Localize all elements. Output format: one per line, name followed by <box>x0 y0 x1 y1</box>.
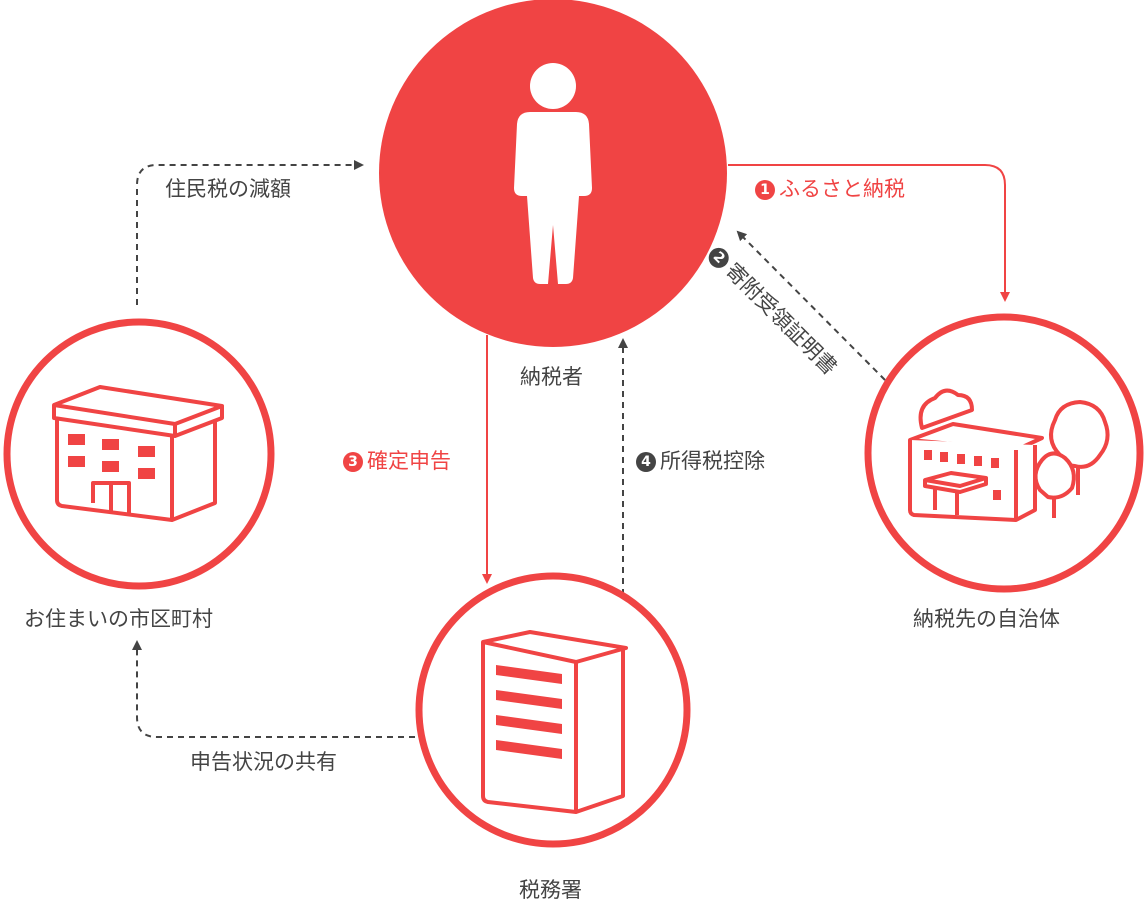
arrow-resident-tax-reduction <box>136 160 364 305</box>
donation-municipality-label: 納税先の自治体 <box>913 607 1060 631</box>
tax-office-node <box>415 572 691 848</box>
step3-text: 確定申告 <box>367 449 451 473</box>
tax-office-icon <box>481 630 628 814</box>
arrow-furusato-nozei <box>728 164 1010 302</box>
step4-badge: 4 <box>636 452 656 472</box>
share-status-label: 申告状況の共有 <box>190 750 337 774</box>
step3-badge: 3 <box>343 452 363 472</box>
step1-text: ふるさと納税 <box>779 177 905 201</box>
step4-text: 所得税控除 <box>660 449 765 473</box>
arrow-donation-receipt <box>736 230 886 381</box>
arrow-share-status <box>132 640 415 738</box>
tax-office-stripes <box>496 665 562 759</box>
tax-office-label: 税務署 <box>519 878 582 902</box>
municipality-with-trees-icon <box>908 388 1110 522</box>
person-icon <box>514 63 592 284</box>
city-hall-icon <box>52 385 224 522</box>
city-hall-windows <box>68 434 155 479</box>
residence-municipality-label: お住まいの市区町村 <box>24 607 213 631</box>
municipality-windows <box>924 450 1001 500</box>
taxpayer-label: 納税者 <box>520 365 583 389</box>
resident-tax-reduction-label: 住民税の減額 <box>165 177 291 201</box>
step1-badge: 1 <box>755 180 775 200</box>
